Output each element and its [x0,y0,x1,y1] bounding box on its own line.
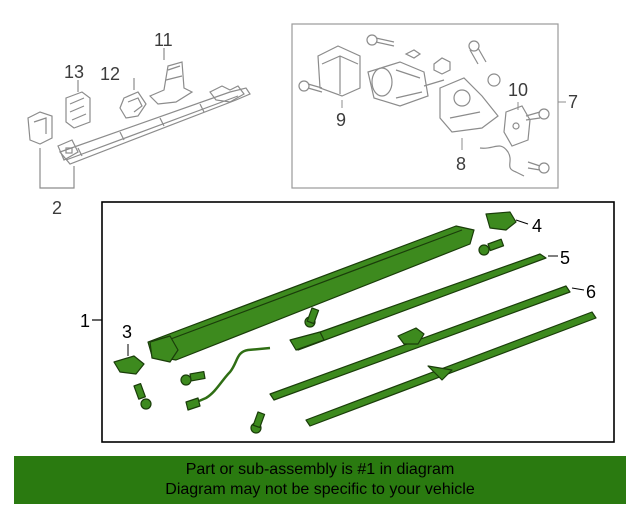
part-9-bracket [317,45,361,97]
highlighted-parts [113,211,597,434]
part-10-bracket [503,105,531,147]
wire-harness [479,145,525,177]
callout-7: 7 [568,92,578,112]
part-3-end-cap [113,355,145,375]
step-board-end-cap [149,335,179,363]
callout-5: 5 [560,248,570,268]
part-6-rail-bracket [397,327,425,345]
motor-body [367,61,429,107]
bolt-left-lower [133,383,152,410]
lower-rail [305,311,597,427]
callout-12: 12 [100,64,120,84]
wiring-harness [191,346,271,406]
rail-right-mount [209,85,245,103]
part-13-clip [65,91,91,129]
washer-1 [404,49,422,59]
callout-6: 6 [586,282,596,302]
part-11-bracket [148,61,194,105]
bolt-b [468,40,487,65]
rail-end-bracket [57,139,79,161]
banner-line-1: Part or sub-assembly is #1 in diagram [185,461,455,478]
callout-1: 1 [80,311,90,331]
nut-2 [487,73,501,87]
callout-11: 11 [154,30,173,50]
callout-2: 2 [52,198,62,218]
bolt-center [304,307,320,328]
part-5-rail-clip [289,331,325,351]
callout-9: 9 [336,110,346,130]
callout-10: 10 [508,80,528,100]
nut-1 [433,57,451,75]
bracket-rail [58,87,251,165]
motor-assembly-group [291,23,566,189]
part-8-bracket [439,77,499,133]
bolt-e [527,161,550,174]
bolt-c [298,80,323,93]
bolt-left-middle [180,370,206,386]
main-assembly-frame [101,201,615,443]
callout-2-bracket-line [39,148,75,189]
callout-3: 3 [122,322,132,342]
disclaimer-banner: Part or sub-assembly is #1 in diagram Di… [14,456,626,504]
motor-assembly-frame [291,23,559,189]
callout-8: 8 [456,154,466,174]
bracket-assembly-group [27,48,251,189]
harness-connector [185,397,201,411]
motor-shaft [423,79,445,87]
lower-rail-arrow [427,365,453,381]
bolt-upper-right [478,238,505,256]
part-12-clip [119,91,147,119]
part-6-rail [269,285,571,401]
callout-13: 13 [64,62,84,82]
part-4-end-cap [485,211,517,231]
bolt-d [525,108,550,121]
part-2-left-bracket [27,111,53,145]
callout-4: 4 [532,216,542,236]
bolt-bottom [250,411,266,434]
banner-line-2: Diagram may not be specific to your vehi… [165,481,475,498]
bolt-a [366,34,395,47]
